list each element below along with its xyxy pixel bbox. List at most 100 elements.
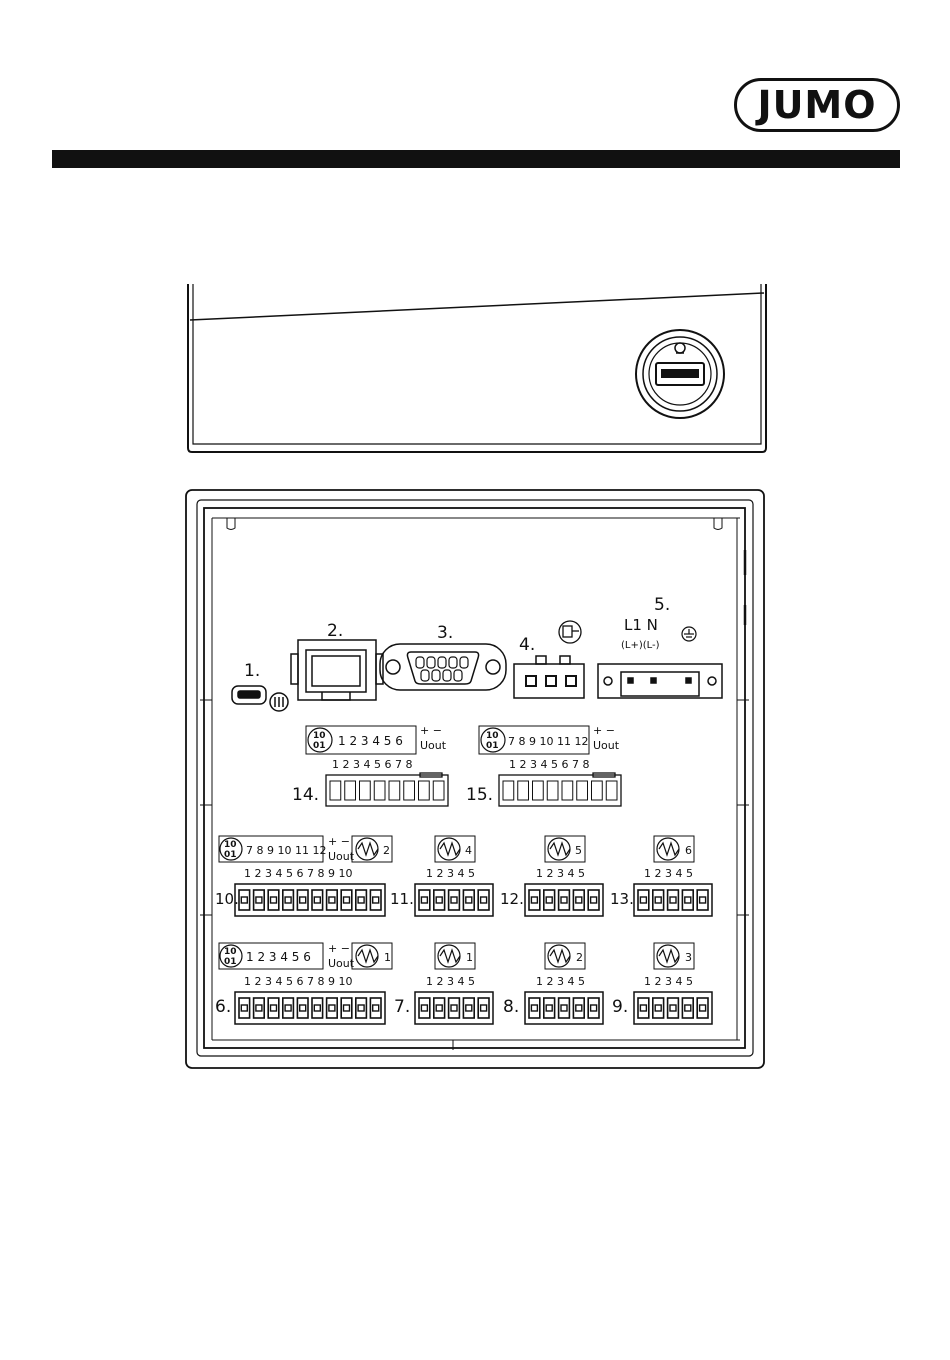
terminal-pin [344, 780, 356, 801]
connector-6-header: 10 01 1 2 3 4 5 6 + − Uout 1 1 2 3 4 5 6… [218, 942, 393, 988]
connector-6-pins: 1 2 3 4 5 6 7 8 9 10 [244, 975, 352, 988]
terminal-screw [575, 1004, 583, 1012]
terminal-pin-cells [238, 780, 709, 1019]
terminal-screw [479, 896, 488, 904]
terminal-pin [696, 997, 709, 1019]
terminal-pin [281, 997, 295, 1019]
terminal-screw [639, 896, 648, 904]
terminal-screw [255, 896, 263, 904]
terminal-pin [340, 889, 353, 911]
connector-8-header: 2 1 2 3 4 5 [536, 942, 586, 988]
connector-6-seq: 1 2 3 4 5 6 [246, 950, 311, 964]
connector-13-terminal [633, 883, 713, 917]
terminal-pin [462, 889, 475, 911]
power-l1n-label: L1 N [624, 616, 658, 634]
terminal-screw [589, 1004, 598, 1012]
terminal-pin [591, 780, 603, 801]
connector-10-seq: 7 8 9 10 11 12 [246, 844, 326, 857]
terminal-pin [388, 780, 401, 801]
terminal-pin [252, 889, 266, 911]
svg-text:01: 01 [224, 850, 237, 860]
terminal-pin [432, 997, 446, 1019]
terminal-pin [296, 997, 309, 1019]
connector-11-pins: 1 2 3 4 5 [426, 867, 475, 880]
terminal-screw [420, 896, 429, 904]
terminal-screw [284, 896, 292, 904]
jumo-logo: JUMO [734, 78, 900, 132]
svg-text:Uout: Uout [593, 739, 620, 752]
terminal-screw [465, 896, 473, 904]
terminal-pin [325, 889, 339, 911]
svg-text:01: 01 [224, 957, 237, 967]
terminal-pin [432, 780, 445, 801]
connector-12-terminal [524, 883, 604, 917]
terminal-pin [447, 997, 461, 1019]
terminal-screw [313, 896, 321, 904]
terminal-pin [576, 780, 588, 801]
connector-15-pins: 1 2 3 4 5 6 7 8 [509, 758, 589, 771]
terminal-screw [589, 896, 598, 904]
connector-4-label: 4. [519, 635, 535, 655]
terminal-pin [477, 889, 490, 911]
terminal-pin [502, 780, 515, 801]
terminal-pin [267, 889, 280, 911]
connector-7-terminal [414, 991, 494, 1025]
plus-minus: + − [420, 724, 442, 737]
top-view [187, 284, 767, 453]
terminal-screw [342, 896, 351, 904]
terminal-screw [669, 896, 677, 904]
terminal-pin [267, 997, 280, 1019]
terminal-screw [639, 1004, 648, 1012]
connector-11-terminal [414, 883, 494, 917]
terminal-pin [418, 889, 431, 911]
terminal-screw [299, 896, 307, 904]
terminal-screw [420, 1004, 429, 1012]
connector-11-header: 4 1 2 3 4 5 [426, 835, 476, 880]
terminal-pin [477, 997, 490, 1019]
terminal-pin [373, 780, 386, 801]
svg-text:+ −: + − [328, 835, 350, 848]
terminal-pin [329, 780, 342, 801]
terminal-pin [681, 889, 695, 911]
terminal-pin [281, 889, 295, 911]
connector-13-pins: 1 2 3 4 5 [644, 867, 693, 880]
terminal-pin [238, 889, 251, 911]
terminal-screw [357, 1004, 365, 1012]
terminal-pin [528, 997, 541, 1019]
connector-6-relay-num: 1 [384, 951, 391, 964]
connector-7-header: 1 1 2 3 4 5 [426, 942, 476, 988]
terminal-pin [651, 889, 665, 911]
terminal-pin [572, 997, 586, 1019]
terminal-pin [587, 997, 600, 1019]
terminal-screw [560, 1004, 568, 1012]
connector-9-relay-num: 3 [685, 951, 692, 964]
terminal-screw [328, 896, 336, 904]
connector-12-pins: 1 2 3 4 5 [536, 867, 585, 880]
svg-text:+ −: + − [328, 942, 350, 955]
connector-10-terminal [234, 883, 386, 917]
terminal-pin [447, 889, 461, 911]
dsub-pins [415, 656, 469, 682]
connector-8-pins: 1 2 3 4 5 [536, 975, 585, 988]
terminal-screw [684, 1004, 692, 1012]
terminal-screw [284, 1004, 292, 1012]
terminal-pin [418, 997, 431, 1019]
terminal-pin [532, 780, 544, 801]
terminal-pin [252, 997, 266, 1019]
connector-11-relay-num: 4 [465, 844, 472, 857]
connector-13-label: 13. [610, 890, 634, 908]
connector-13-header: 6 1 2 3 4 5 [644, 835, 695, 880]
connector-12-header: 5 1 2 3 4 5 [536, 835, 586, 880]
terminal-screw [560, 896, 568, 904]
connector-14-label: 14. [292, 785, 319, 805]
power-terminal [597, 663, 723, 699]
terminal-pin [369, 889, 382, 911]
terminal-pin [561, 780, 574, 801]
terminal-pin [311, 889, 324, 911]
terminal-pin [403, 780, 415, 801]
terminal-pin [311, 997, 324, 1019]
terminal-pin [528, 889, 541, 911]
connector-8-relay-num: 2 [576, 951, 583, 964]
terminal-screw [357, 896, 365, 904]
